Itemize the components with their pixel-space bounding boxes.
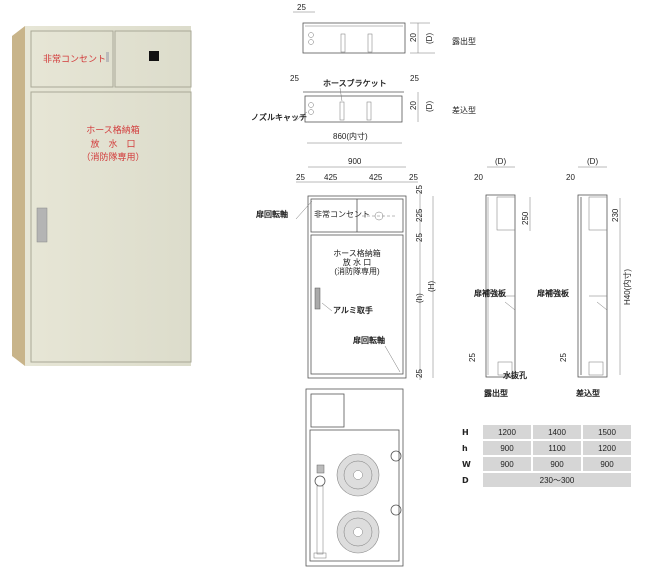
cabinet-photo: 非常コンセント ホース格納箱 放 水 口 （消防隊専用） (12, 26, 192, 366)
dim-h-5: 25 (415, 369, 424, 378)
table-cell (483, 441, 531, 455)
cell-value: 1500 (598, 428, 616, 437)
outlet-label: 非常コンセント (314, 209, 370, 219)
top-view-inset: 25 25 ホースブラケット ノズルキャッチ 860(内寸) 20 (D) 差込… (251, 74, 476, 144)
dim-w-4: 25 (409, 173, 418, 182)
dim-h-1: 25 (415, 185, 424, 194)
photo-outlet-label: 非常コンセント (43, 53, 106, 65)
dim-w-3: 425 (369, 173, 383, 182)
dim-H40: H40(内寸) (622, 269, 632, 305)
hinge-label-top: 扉回転軸 (255, 209, 288, 219)
dim-h-3: 25 (415, 233, 424, 242)
dim-25: 25 (468, 353, 477, 362)
dim-w-2: 425 (324, 173, 338, 182)
door-handle (36, 207, 48, 243)
cell-value: 900 (550, 460, 564, 469)
nozzle-icon (313, 464, 327, 559)
dim-D: (D) (587, 157, 598, 166)
dim-h-4: (h) (415, 293, 424, 303)
dim-w-1: 25 (296, 173, 305, 182)
cell-value: 1100 (548, 444, 566, 453)
table-cell (483, 425, 531, 439)
door-text-1: ホース格納箱 (333, 248, 381, 258)
hinge-label-bottom: 扉回転軸 (352, 335, 385, 345)
outlet-latch (106, 52, 109, 62)
cell-value: 1200 (598, 444, 616, 453)
label-exposed: 露出型 (484, 388, 508, 398)
top-view-exposed: 25 20 (D) 露出型 (293, 3, 476, 54)
dim-20: 20 (474, 173, 483, 182)
dim-25: 25 (297, 3, 306, 12)
dim-D: (D) (425, 33, 434, 44)
dim-250: 250 (521, 211, 530, 225)
inner-width-860: 860(内寸) (333, 131, 368, 141)
hose-coil-icon (336, 453, 380, 497)
table-cell-merged (483, 473, 631, 487)
row-key: W (462, 460, 471, 469)
outlet-window-icon (149, 51, 159, 61)
table-cell (583, 425, 631, 439)
photo-door-text-1: ホース格納箱 (86, 124, 140, 136)
handle (314, 287, 321, 310)
front-view: 900 25 425 425 25 非常コンセント ホース格納箱 放 水 口 (… (255, 157, 436, 380)
side-view-exposed: (D) 20 250 扉補強板 25 水抜孔 露出型 (468, 157, 531, 398)
handle-label: アルミ取手 (333, 305, 373, 315)
door-text-2: 放 水 口 (343, 257, 371, 267)
cell-value: 230〜300 (540, 476, 575, 485)
dim-20: 20 (409, 33, 418, 42)
dim-900: 900 (348, 157, 362, 166)
dim-h-2: 225 (415, 208, 424, 222)
label-inset: 差込型 (452, 105, 476, 115)
dim-D: (D) (495, 157, 506, 166)
cell-value: 1400 (548, 428, 566, 437)
cell-value: 900 (500, 444, 514, 453)
table-cell (583, 457, 631, 471)
table-cell (533, 425, 581, 439)
nozzle-catch-label: ノズルキャッチ (251, 112, 307, 122)
cell-value: 900 (500, 460, 514, 469)
interior-view (305, 388, 404, 567)
valve-icon (390, 450, 402, 462)
table-cell (483, 457, 531, 471)
table-cell (533, 457, 581, 471)
table-cell (533, 441, 581, 455)
door-text-3: (消防隊専用) (334, 266, 380, 276)
photo-door-text-2: 放 水 口 (90, 138, 135, 150)
table-cell (583, 441, 631, 455)
dim-230: 230 (611, 208, 620, 222)
side-view-inset: (D) 20 230 H40(内寸) 扉補強板 25 差込型 (536, 157, 632, 398)
dim-20: 20 (409, 101, 418, 110)
reinforce-label: 扉補強板 (536, 288, 570, 298)
photo-door-text-3: （消防隊専用） (81, 151, 144, 163)
valve-icon (390, 504, 402, 516)
cell-value: 1200 (498, 428, 516, 437)
label-exposed: 露出型 (452, 36, 476, 46)
drain-label: 水抜孔 (502, 370, 527, 380)
label-inset: 差込型 (575, 388, 600, 398)
dim-25: 25 (559, 353, 568, 362)
hose-bracket-label: ホースブラケット (323, 78, 387, 88)
dim-H: (H) (427, 281, 436, 292)
dim-D: (D) (425, 101, 434, 112)
dim-20: 20 (566, 173, 575, 182)
row-key: H (462, 428, 469, 437)
cell-value: 900 (600, 460, 614, 469)
hose-coil-icon (336, 510, 380, 554)
reinforce-label: 扉補強板 (473, 288, 507, 298)
dim-25-left: 25 (290, 74, 299, 83)
row-key: h (462, 444, 468, 453)
dim-25-right: 25 (410, 74, 419, 83)
row-key: D (462, 476, 469, 485)
